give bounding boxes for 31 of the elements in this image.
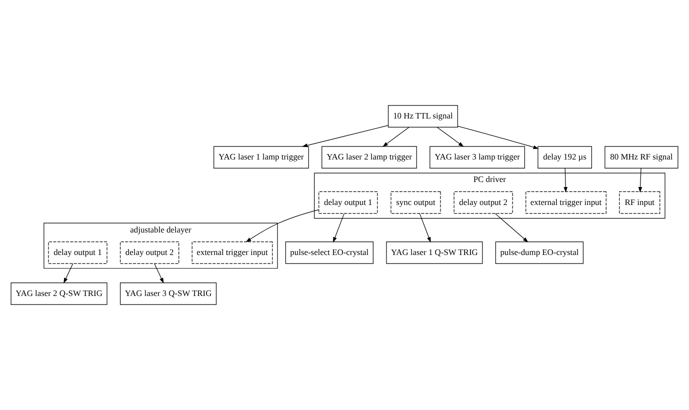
- node-box: YAG laser 1 lamp trigger: [214, 146, 309, 168]
- node-box: delay output 1: [48, 242, 108, 264]
- arrow: [382, 127, 410, 147]
- arrow: [246, 209, 320, 242]
- node-box: RF input: [619, 191, 660, 214]
- node-box: 80 MHz RF signal: [604, 146, 678, 168]
- node-box: delay output 2: [454, 191, 513, 214]
- node-box: sync output: [390, 191, 441, 214]
- node-box: YAG laser 2 lamp trigger: [322, 146, 417, 168]
- node-box: delay output 2: [120, 242, 180, 264]
- node-box: YAG laser 1 Q-SW TRIG: [386, 242, 483, 264]
- node-box: external trigger input: [192, 242, 273, 264]
- node-box: external trigger input: [526, 191, 606, 214]
- arrow: [564, 168, 568, 193]
- arrow: [64, 263, 74, 284]
- node-box: delay 192 µs: [538, 146, 592, 168]
- arrow: [302, 125, 388, 148]
- node-box: YAG laser 3 lamp trigger: [430, 146, 525, 168]
- arrow: [638, 168, 642, 193]
- arrow: [458, 126, 539, 150]
- node-box: pulse-select EO-crystal: [285, 242, 374, 264]
- node-box: pulse-dump EO-crystal: [495, 242, 584, 264]
- arrow: [154, 263, 164, 284]
- node-box: YAG laser 2 Q-SW TRIG: [10, 282, 108, 305]
- arrow: [333, 213, 344, 243]
- node-box: 10 Hz TTL signal: [388, 105, 458, 128]
- arrow: [419, 213, 431, 243]
- arrow: [494, 213, 528, 242]
- arrow: [436, 127, 464, 147]
- node-box: delay output 1: [318, 191, 378, 214]
- node-box: YAG laser 3 Q-SW TRIG: [120, 282, 217, 305]
